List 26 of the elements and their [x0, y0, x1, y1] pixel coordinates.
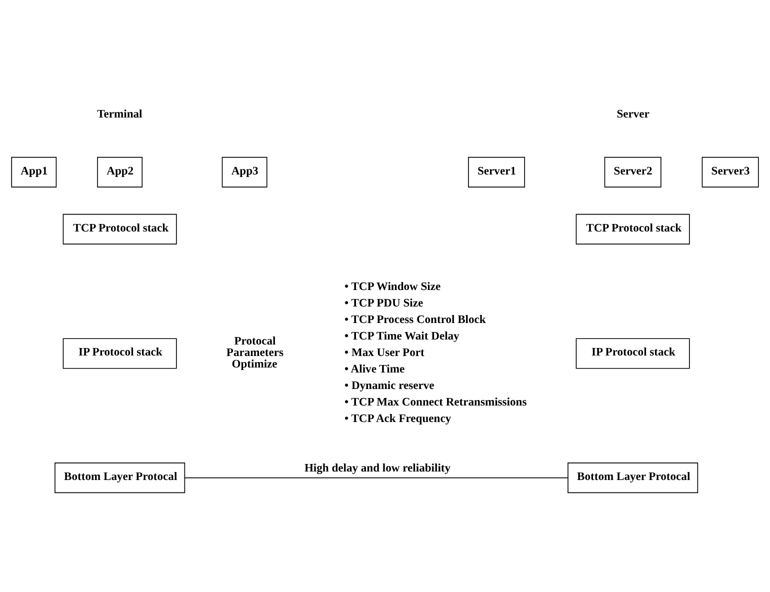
node-box: Server2 [604, 156, 662, 187]
label: Terminal [97, 106, 142, 120]
node-box: Bottom Layer Protocal [54, 462, 186, 493]
label: Server [616, 106, 650, 120]
label: • TCP Time Wait Delay [344, 329, 460, 342]
node-box: IP Protocol stack [576, 338, 690, 368]
label: • TCP Max Connect Retransmissions [344, 395, 527, 408]
label: • Max User Port [344, 346, 424, 359]
node-box: IP Protocol stack [62, 338, 177, 368]
label: Protocal Parameters Optimize [226, 334, 284, 370]
label: • Alive Time [344, 362, 405, 376]
connector [184, 476, 568, 478]
node-box: Server3 [702, 156, 759, 187]
node-box: App2 [97, 156, 143, 187]
node-box: App3 [222, 156, 268, 187]
node-box: Server1 [468, 156, 526, 187]
edge-label: High delay and low reliability [304, 460, 451, 474]
label: • Dynamic reserve [344, 378, 434, 392]
label: • TCP Ack Frequency [344, 412, 452, 425]
label: • TCP PDU Size [344, 296, 424, 310]
node-box: App1 [11, 156, 57, 187]
label: • TCP Window Size [344, 280, 441, 293]
node-box: TCP Protocol stack [62, 213, 177, 244]
node-box: TCP Protocol stack [576, 213, 690, 244]
node-box: Bottom Layer Protocal [568, 462, 698, 493]
label: • TCP Process Control Block [344, 312, 486, 326]
